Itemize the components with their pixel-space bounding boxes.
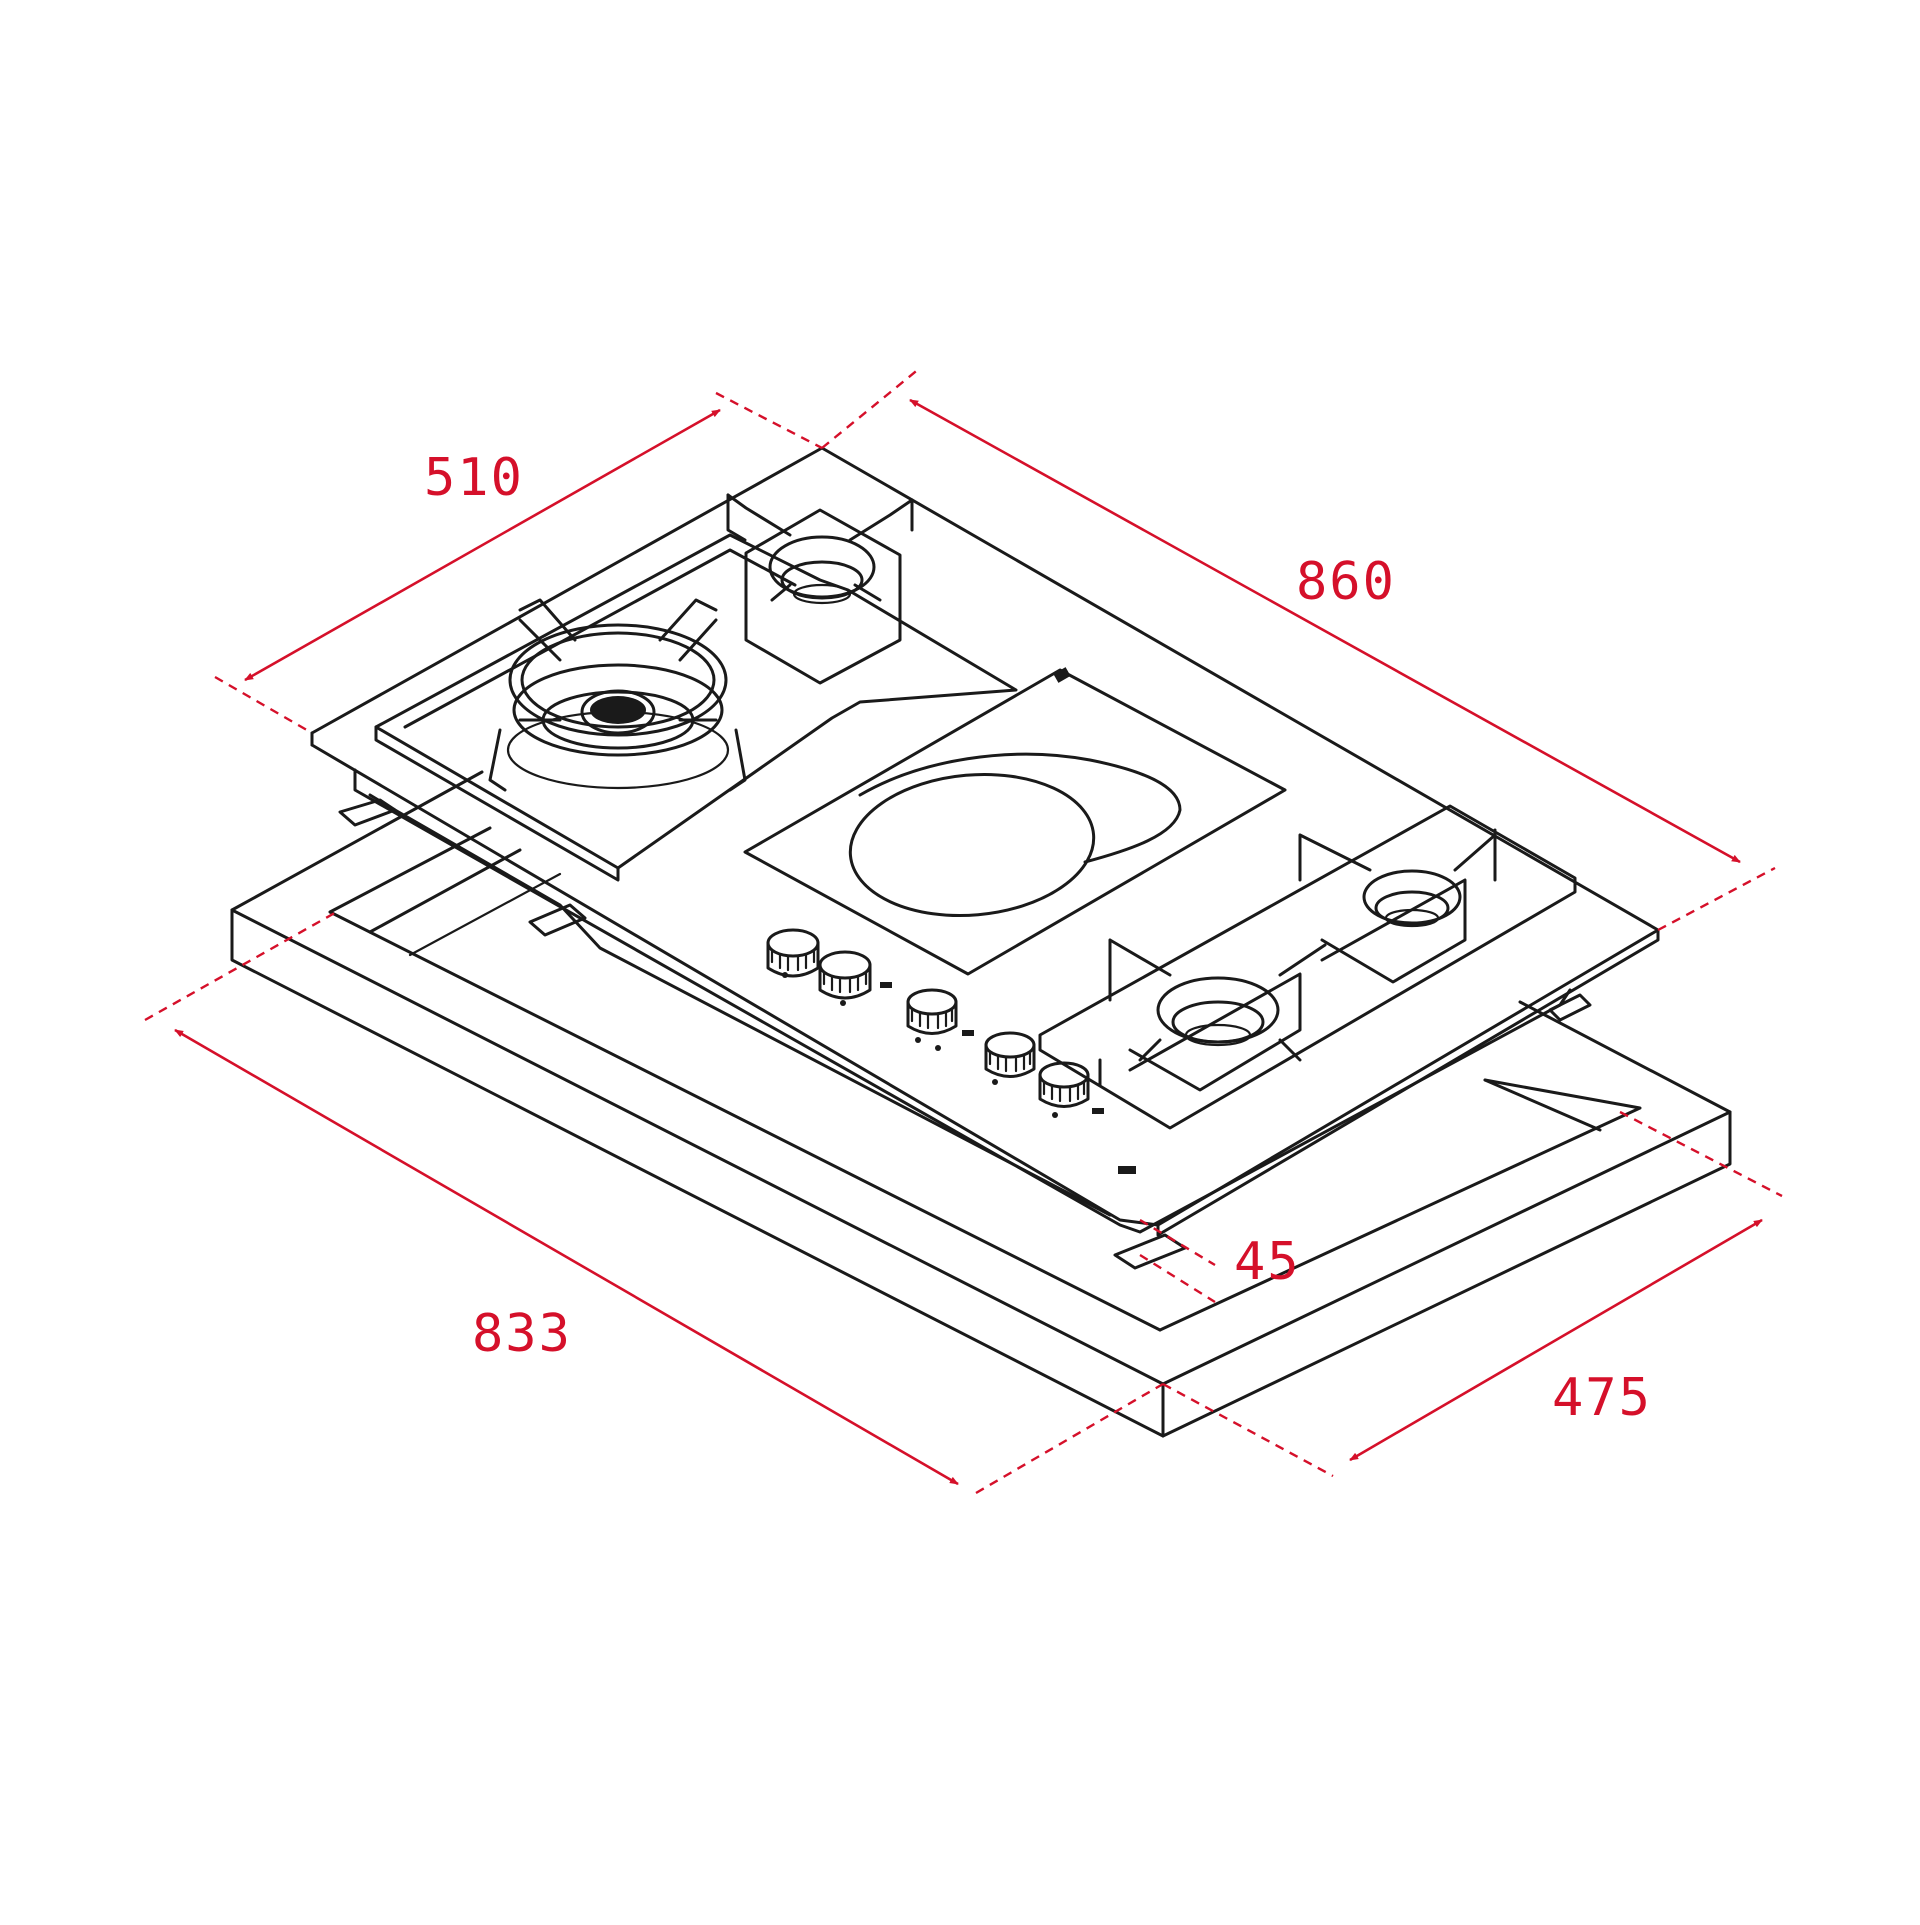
control-knob-1[interactable] <box>766 928 820 978</box>
dimension-833 <box>144 908 1164 1495</box>
dimension-860 <box>821 367 1776 932</box>
hob-underside <box>338 768 1592 1270</box>
knob-symbols <box>782 972 1136 1174</box>
control-knob-5[interactable] <box>1038 1061 1090 1108</box>
worktop-slab <box>230 770 1732 1438</box>
control-knob-3[interactable] <box>906 988 958 1035</box>
induction-zone <box>743 667 1287 976</box>
dimension-45 <box>1139 1218 1216 1304</box>
dimension-475 <box>1162 1110 1783 1478</box>
dimension-label-860: 860 <box>1296 552 1396 612</box>
dimension-label-510: 510 <box>424 448 524 508</box>
dimension-label-833: 833 <box>472 1304 572 1364</box>
control-knob-2[interactable] <box>818 950 872 1000</box>
left-pan-support <box>374 508 1018 882</box>
dimension-label-45: 45 <box>1234 1232 1301 1292</box>
dimension-510 <box>214 391 823 735</box>
front-right-burner <box>1098 938 1327 1087</box>
wok-burner <box>488 598 747 792</box>
dimension-label-475: 475 <box>1552 1368 1652 1428</box>
control-knob-4[interactable] <box>984 1031 1036 1078</box>
hob-top-plate <box>310 446 1660 1237</box>
